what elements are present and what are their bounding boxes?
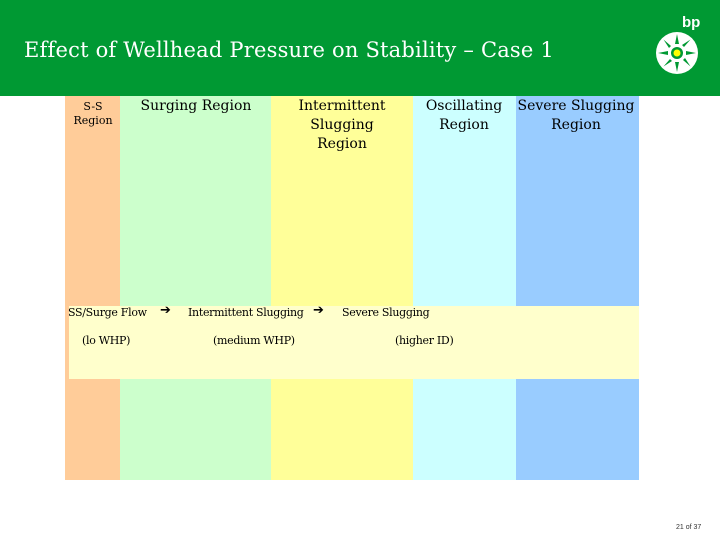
bp-logo-text: bp: [682, 14, 701, 31]
ss-region-column: [65, 96, 120, 480]
surging-region-label: Surging Region: [140, 98, 252, 114]
right-arrow-icon: ➔: [160, 303, 171, 318]
slide-header: Effect of Wellhead Pressure on Stability…: [0, 0, 720, 96]
surging-region-column: [120, 96, 271, 480]
flow-transition-band: [69, 306, 639, 379]
flow-step-severe: Severe Slugging: [342, 306, 430, 319]
flow-step-ss-surge: SS/Surge Flow: [68, 306, 147, 319]
bp-helios-logo-icon: [656, 32, 698, 74]
slide-title: Effect of Wellhead Pressure on Stability…: [24, 38, 554, 62]
page-number: 21 of 37: [676, 524, 702, 531]
flow-condition-higher-id: (higher ID): [395, 334, 454, 347]
severe-slugging-region-column: [516, 96, 639, 480]
oscillating-region-column: [413, 96, 516, 480]
intermittent-slugging-region-column: [271, 96, 413, 480]
flow-condition-medium-whp: (medium WHP): [213, 334, 295, 347]
flow-condition-lo-whp: (lo WHP): [82, 334, 131, 347]
flow-step-intermittent: Intermittent Slugging: [188, 306, 304, 319]
right-arrow-icon: ➔: [313, 303, 324, 318]
